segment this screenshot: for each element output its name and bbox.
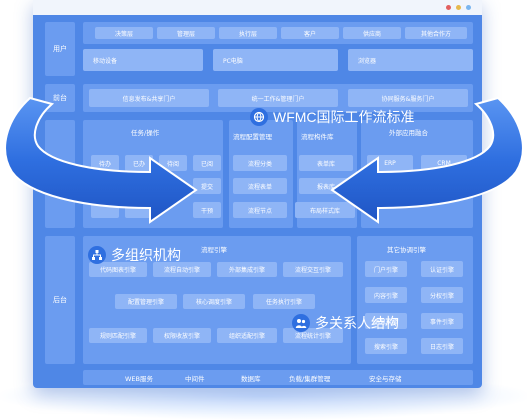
process-build-button[interactable]: 表单库	[299, 155, 353, 171]
process-config-title: 流程配置管理	[233, 133, 272, 141]
engine-button[interactable]: 规则匹配引擎	[89, 328, 147, 343]
user-tab[interactable]: 其他合作方	[405, 27, 467, 39]
user-tab[interactable]: 决策层	[95, 27, 153, 39]
engine-button[interactable]: 代码图表引擎	[89, 262, 147, 277]
window-titlebar	[33, 0, 482, 15]
engine-button[interactable]: 组织适配引擎	[217, 328, 277, 343]
task-button[interactable]: 提交	[193, 178, 221, 194]
engine-button[interactable]: 权限收放引擎	[153, 328, 211, 343]
process-config-button[interactable]: 流程节点	[233, 202, 287, 218]
task-button[interactable]: 已阅	[193, 155, 221, 171]
other-engine-button[interactable]: 内容引擎	[365, 287, 407, 303]
infrastructure-item: 负载/集群管理	[289, 375, 331, 383]
wfmc-tag: WFMC国际工作流标准	[250, 107, 415, 127]
process-config-button[interactable]: 流程分类	[233, 155, 287, 171]
portal-info-share[interactable]: 信息发布&共享门户	[89, 89, 209, 107]
other-engine-button[interactable]: 门户引擎	[365, 261, 407, 277]
infrastructure-bar	[83, 370, 473, 385]
task-panel-title: 任务/操作	[131, 129, 160, 137]
org-chart-icon	[88, 246, 106, 264]
other-engine-button[interactable]: 搜索引擎	[365, 338, 407, 354]
window-dot-icon	[466, 5, 471, 10]
window-dot-icon	[456, 5, 461, 10]
infrastructure-item: 中间件	[185, 375, 205, 383]
user-tab[interactable]: 执行层	[219, 27, 277, 39]
infrastructure-item: WEB服务	[125, 375, 153, 383]
engine-button[interactable]: 核心调度引擎	[183, 294, 245, 309]
task-button[interactable]: 待阅	[159, 155, 187, 171]
left-arrow-icon	[4, 96, 198, 224]
engine-button[interactable]: 配置管理引擎	[115, 294, 177, 309]
device-mobile[interactable]: 移动设备	[83, 49, 203, 71]
task-button[interactable]: 已办	[125, 155, 153, 171]
engine-button[interactable]: 外部集成引擎	[217, 262, 277, 277]
backend-row-label: 后台	[53, 296, 67, 304]
people-icon	[292, 314, 310, 332]
external-title: 外部应用融合	[389, 129, 428, 137]
device-pc[interactable]: PC电脑	[213, 49, 338, 71]
user-tab[interactable]: 管理层	[157, 27, 215, 39]
device-browser[interactable]: 浏览器	[348, 49, 473, 71]
engine-button[interactable]: 流程交互引擎	[283, 262, 343, 277]
multi-org-tag: 多组织机构	[88, 245, 181, 265]
engine-button[interactable]: 流程自动引擎	[153, 262, 211, 277]
window-dot-icon	[446, 5, 451, 10]
multi-org-tag-label: 多组织机构	[111, 247, 181, 263]
frontend-label-panel	[45, 84, 75, 112]
other-engine-button[interactable]: 消息引擎	[365, 313, 407, 329]
globe-gear-icon	[250, 108, 268, 126]
multi-rel-tag-label: 多关系人结构	[315, 315, 399, 331]
infrastructure-item: 数据库	[241, 375, 261, 383]
user-row-label: 用户	[53, 45, 67, 53]
portal-unified-work[interactable]: 统一工作&管理门户	[218, 89, 338, 107]
backend-label-panel	[45, 236, 75, 364]
engine-title: 流程引擎	[201, 246, 227, 254]
other-engine-button[interactable]: 分权引擎	[421, 287, 463, 303]
engine-button[interactable]: 任务执行引擎	[253, 294, 315, 309]
user-tab[interactable]: 供应商	[343, 27, 401, 39]
user-tab[interactable]: 客户	[281, 27, 339, 39]
user-label-panel	[45, 22, 75, 76]
infrastructure-item: 安全与存储	[369, 375, 402, 383]
process-build-button[interactable]: 布局样式库	[295, 202, 355, 218]
process-config-button[interactable]: 流程表单	[233, 178, 287, 194]
wfmc-tag-label: WFMC国际工作流标准	[273, 109, 415, 125]
right-arrow-icon	[330, 96, 524, 224]
other-engines-title: 其它协调引擎	[387, 246, 426, 254]
other-engine-button[interactable]: 日志引擎	[421, 338, 463, 354]
frontend-row-label: 前台	[53, 94, 67, 102]
other-engine-button[interactable]: 事件引擎	[421, 313, 463, 329]
portal-collab-service[interactable]: 协同服务&服务门户	[348, 89, 468, 107]
task-button[interactable]: 待办	[91, 155, 119, 171]
multi-rel-tag: 多关系人结构	[292, 313, 399, 333]
process-build-title: 流程构件库	[301, 133, 334, 141]
other-engine-button[interactable]: 认证引擎	[421, 261, 463, 277]
task-button[interactable]: 干预	[193, 202, 221, 218]
